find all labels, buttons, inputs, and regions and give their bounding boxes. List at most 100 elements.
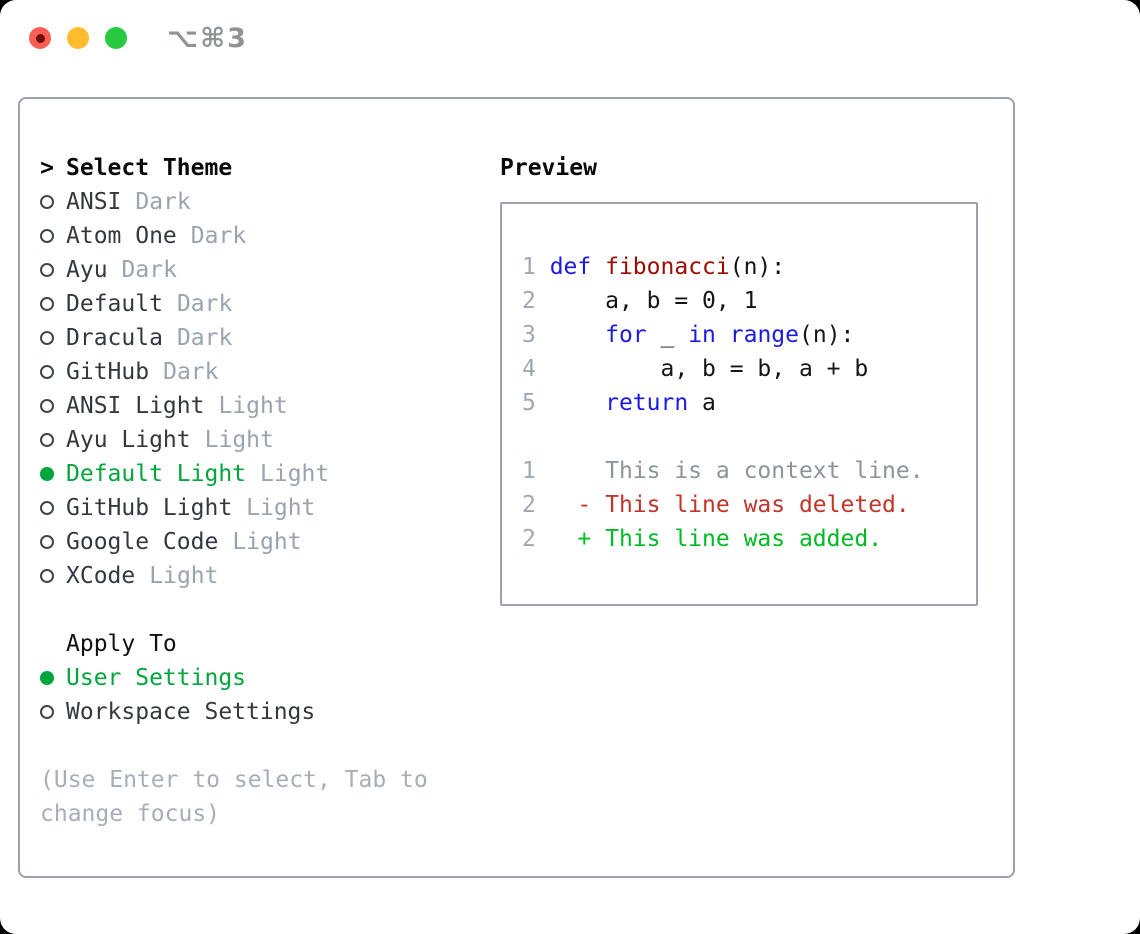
theme-variant: Dark (121, 257, 177, 283)
theme-name: Ayu Light (66, 427, 191, 453)
code-token: - This line was deleted. (549, 492, 910, 518)
theme-item[interactable]: Google Code Light (40, 525, 482, 559)
code-token: fibonacci (605, 254, 730, 280)
code-token: 5 (522, 390, 550, 416)
code-token: def (549, 254, 592, 280)
theme-name: XCode (66, 563, 136, 589)
radio-icon (40, 705, 54, 719)
radio-icon (40, 229, 54, 243)
code-token: 2 (522, 288, 550, 314)
code-line: 3 for _ in range(n): (522, 318, 976, 352)
theme-item[interactable]: GitHub Dark (40, 355, 482, 389)
radio-icon (40, 433, 54, 447)
theme-variant: Light (232, 529, 302, 555)
code-token: in (688, 322, 716, 348)
theme-variant: Dark (135, 189, 191, 215)
theme-item[interactable]: Ayu Dark (40, 253, 482, 287)
code-line: 2 a, b = 0, 1 (522, 284, 976, 318)
apply-to-header: Apply To (40, 627, 482, 661)
code-token: range (729, 322, 799, 348)
marker-slot (40, 535, 54, 549)
theme-item[interactable]: Default Light Light (40, 457, 482, 491)
radio-icon (40, 535, 54, 549)
code-token: 4 (522, 356, 550, 382)
code-line: 4 a, b = b, a + b (522, 352, 976, 386)
theme-variant: Dark (190, 223, 247, 249)
marker-slot (40, 331, 54, 345)
radio-icon (40, 569, 54, 583)
marker-slot (40, 467, 54, 481)
theme-name: GitHub (66, 359, 150, 385)
theme-item[interactable]: ANSI Dark (40, 185, 482, 219)
close-button[interactable] (29, 27, 51, 49)
theme-variant: Dark (176, 325, 233, 351)
radio-icon (40, 331, 54, 345)
apply-to-title: Apply To (66, 631, 177, 657)
theme-item[interactable]: Default Dark (40, 287, 482, 321)
theme-variant: Light (218, 393, 288, 419)
theme-name: GitHub Light (66, 495, 233, 521)
code-line: 1 def fibonacci(n): (522, 250, 976, 284)
theme-list: ANSI Dark Atom One Dark Ayu Dark Default… (40, 185, 482, 593)
apply-option-label: User Settings (66, 665, 247, 691)
code-token: 1 (522, 458, 550, 484)
theme-variant: Dark (163, 359, 219, 385)
code-token: 2 (522, 526, 550, 552)
theme-name: ANSI Light (66, 393, 205, 419)
traffic-lights (29, 27, 127, 49)
code-token (591, 254, 605, 280)
apply-option[interactable]: User Settings (40, 661, 482, 695)
radio-icon (40, 297, 54, 311)
theme-picker-panel: > Select Theme ANSI Dark Atom One Dark A… (18, 97, 1015, 878)
theme-name: Default Light (66, 461, 247, 487)
marker-slot (40, 399, 54, 413)
zoom-button[interactable] (105, 27, 127, 49)
code-token (716, 322, 730, 348)
record-dot-icon (35, 33, 45, 43)
code-token: a (688, 390, 716, 416)
theme-name: Google Code (66, 529, 219, 555)
select-theme-title: Select Theme (66, 155, 233, 181)
window-title: ⌥⌘3 (167, 23, 248, 54)
marker-slot (40, 229, 54, 243)
preview-section: Preview 1 def fibonacci(n):2 a, b = 0, 1… (482, 151, 1013, 876)
code-token: a, b = 0, 1 (549, 288, 758, 314)
code-token (550, 390, 605, 416)
theme-item[interactable]: Atom One Dark (40, 219, 482, 253)
theme-list-section: > Select Theme ANSI Dark Atom One Dark A… (40, 151, 482, 876)
theme-variant: Light (204, 427, 274, 453)
minimize-button[interactable] (67, 27, 89, 49)
code-token: a, b = b, a + b (549, 356, 869, 382)
theme-item[interactable]: Dracula Dark (40, 321, 482, 355)
code-token: + This line was added. (549, 526, 883, 552)
code-token: _ (646, 322, 689, 348)
code-line: 1 This is a context line. (522, 454, 976, 488)
theme-variant: Light (260, 461, 330, 487)
marker-slot (40, 195, 54, 209)
theme-item[interactable]: Ayu Light Light (40, 423, 482, 457)
marker-slot (40, 501, 54, 515)
theme-item[interactable]: GitHub Light Light (40, 491, 482, 525)
apply-option[interactable]: Workspace Settings (40, 695, 482, 729)
radio-icon (40, 467, 54, 481)
code-token: 2 (522, 492, 550, 518)
radio-icon (40, 671, 54, 685)
theme-item[interactable]: ANSI Light Light (40, 389, 482, 423)
radio-icon (40, 263, 54, 277)
code-token: (n): (729, 254, 786, 280)
code-token: 3 (522, 322, 550, 348)
radio-icon (40, 365, 54, 379)
theme-variant: Light (246, 495, 316, 521)
code-token: (n): (799, 322, 855, 348)
theme-item[interactable]: XCode Light (40, 559, 482, 593)
radio-icon (40, 195, 54, 209)
marker-slot (40, 365, 54, 379)
marker-slot (40, 671, 54, 685)
focus-caret-icon: > (40, 155, 54, 181)
apply-to-options: User Settings Workspace Settings (40, 661, 482, 729)
marker-slot (40, 569, 54, 583)
code-line: 5 return a (522, 386, 976, 420)
